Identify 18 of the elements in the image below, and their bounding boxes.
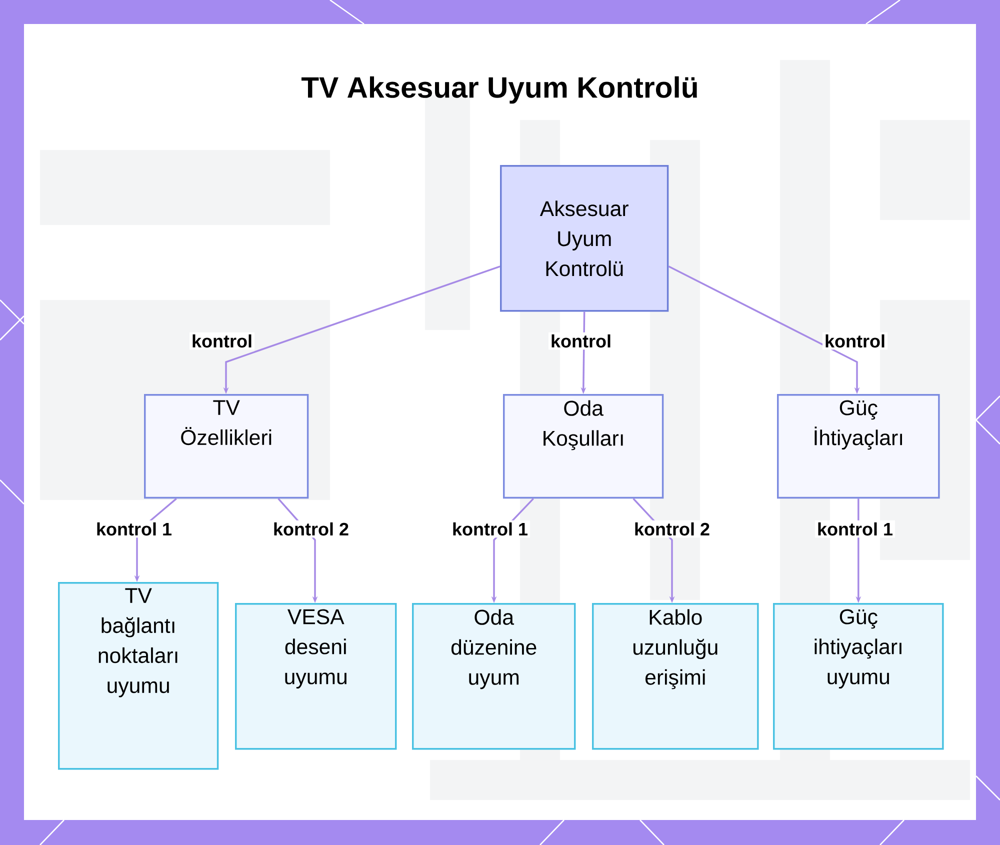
edge-label: kontrol 1 xyxy=(815,520,895,538)
box: Oda düzenine uyum xyxy=(412,603,576,750)
box: Kablo uzunluğu erişimi xyxy=(592,603,759,750)
edge-label: kontrol 2 xyxy=(271,520,351,538)
box: Güç İhtiyaçları xyxy=(777,394,940,499)
box: Aksesuar Uyum Kontrolü xyxy=(500,165,669,312)
box: Güç ihtiyaçları uyumu xyxy=(773,603,944,750)
box: Oda Koşulları xyxy=(503,394,664,499)
box: VESA deseni uyumu xyxy=(235,603,397,750)
edge-label: kontrol 2 xyxy=(632,520,712,538)
title: TV Aksesuar Uyum Kontrolü xyxy=(302,76,697,104)
edge-label: kontrol xyxy=(822,332,888,350)
edge-label: kontrol xyxy=(548,332,614,350)
edge-label: kontrol 1 xyxy=(94,520,174,538)
edge-label: kontrol xyxy=(190,332,254,350)
box: TV bağlantı noktaları uyumu xyxy=(58,582,219,770)
edge-label: kontrol 1 xyxy=(450,520,530,538)
box: TV Özellikleri xyxy=(144,394,309,499)
